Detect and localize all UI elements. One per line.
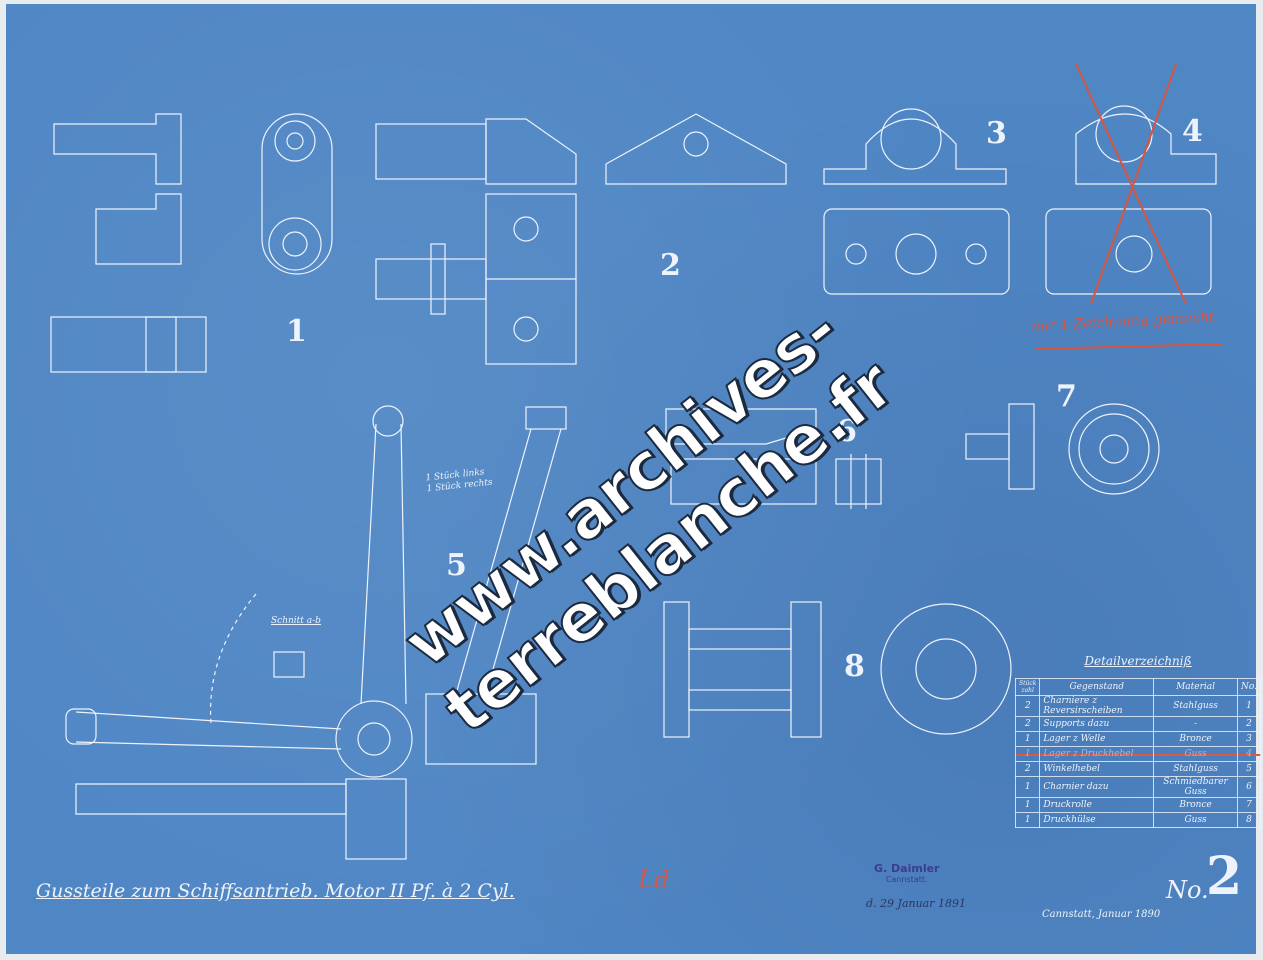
figure-number-5: 5 — [446, 548, 467, 583]
figure-number-1: 1 — [286, 314, 307, 349]
cell-item: Winkelhebel — [1039, 761, 1155, 777]
red-mark: Ld — [638, 866, 670, 894]
stamp-name: G. Daimler — [874, 862, 940, 875]
cell-item: Lager z Welle — [1039, 731, 1155, 747]
cell-material: Guss — [1153, 812, 1238, 828]
stamp-city: Cannstatt. — [885, 875, 928, 884]
daimler-stamp: G. Daimler Cannstatt. — [874, 862, 939, 884]
figure-8-drawing — [663, 601, 1012, 738]
blueprint-sheet: 1 2 3 4 5 6 7 8 1 Stück links 1 Stück re… — [6, 4, 1261, 954]
cell-no: 8 — [1237, 812, 1261, 828]
cell-qty: 1 — [1014, 746, 1041, 762]
cell-qty: 1 — [1014, 797, 1041, 813]
cell-item: Druckrolle — [1039, 797, 1155, 813]
cell-item: Druckhülse — [1039, 812, 1155, 828]
cell-no: 1 — [1237, 695, 1261, 717]
drawing-title: Gussteile zum Schiffsantrieb. Motor II P… — [36, 880, 515, 902]
cell-material: - — [1153, 716, 1238, 732]
cell-material: Bronce — [1153, 731, 1238, 747]
cell-item: Charniere z Reversirscheiben — [1039, 695, 1155, 717]
sheet-number-label: No. — [1166, 876, 1209, 904]
cell-qty: 2 — [1014, 695, 1041, 717]
section-label: Schnitt a-b — [271, 616, 321, 626]
cell-qty: 1 — [1014, 731, 1041, 747]
cell-material: Bronce — [1153, 797, 1238, 813]
cell-no: 4 — [1237, 746, 1261, 762]
sheet-number: 2 — [1206, 846, 1243, 907]
signature-date: d. 29 Januar 1891 — [866, 897, 966, 910]
cell-no: 2 — [1237, 716, 1261, 732]
figure-2-drawing — [375, 113, 787, 365]
figure-1-drawing — [50, 113, 333, 373]
cell-qty: 1 — [1014, 812, 1041, 828]
technical-drawings — [50, 63, 1222, 860]
figure-number-7: 7 — [1056, 379, 1077, 414]
cell-item: Lager z Druckhebel — [1039, 746, 1155, 762]
figure-7-drawing — [965, 403, 1160, 495]
place-date: Cannstatt, Januar 1890 — [1042, 909, 1161, 920]
cell-material: Guss — [1153, 746, 1238, 762]
cell-qty: 2 — [1014, 716, 1041, 732]
cell-no: 6 — [1237, 776, 1261, 798]
cell-material: Stahlguss — [1153, 695, 1238, 717]
cell-qty: 1 — [1014, 776, 1041, 798]
figure-number-2: 2 — [660, 248, 681, 283]
parts-list-heading: Detailverzeichniß — [1084, 654, 1192, 668]
cell-qty: 2 — [1014, 761, 1041, 777]
cell-no: 3 — [1237, 731, 1261, 747]
cell-material: Schmiedbarer Guss — [1153, 776, 1238, 798]
figure-number-6: 6 — [836, 414, 857, 449]
figure-number-8: 8 — [844, 649, 865, 684]
cell-item: Charnier dazu — [1039, 776, 1155, 798]
cell-item: Supports dazu — [1039, 716, 1155, 732]
col-qty: Stück zahl — [1014, 678, 1041, 696]
figure-6-drawing — [665, 408, 882, 509]
cell-no: 7 — [1237, 797, 1261, 813]
cell-no: 5 — [1237, 761, 1261, 777]
cell-material: Stahlguss — [1153, 761, 1238, 777]
figure-5-drawing — [65, 405, 567, 860]
figure-number-3: 3 — [986, 116, 1007, 151]
parts-list: Detailverzeichniß Stück zahl Gegenstand … — [1014, 654, 1261, 828]
col-item: Gegenstand — [1039, 678, 1155, 696]
col-no: No. — [1237, 678, 1261, 696]
red-cross-out — [1035, 63, 1222, 350]
col-material: Material — [1153, 678, 1238, 696]
figure-number-4: 4 — [1182, 114, 1203, 149]
